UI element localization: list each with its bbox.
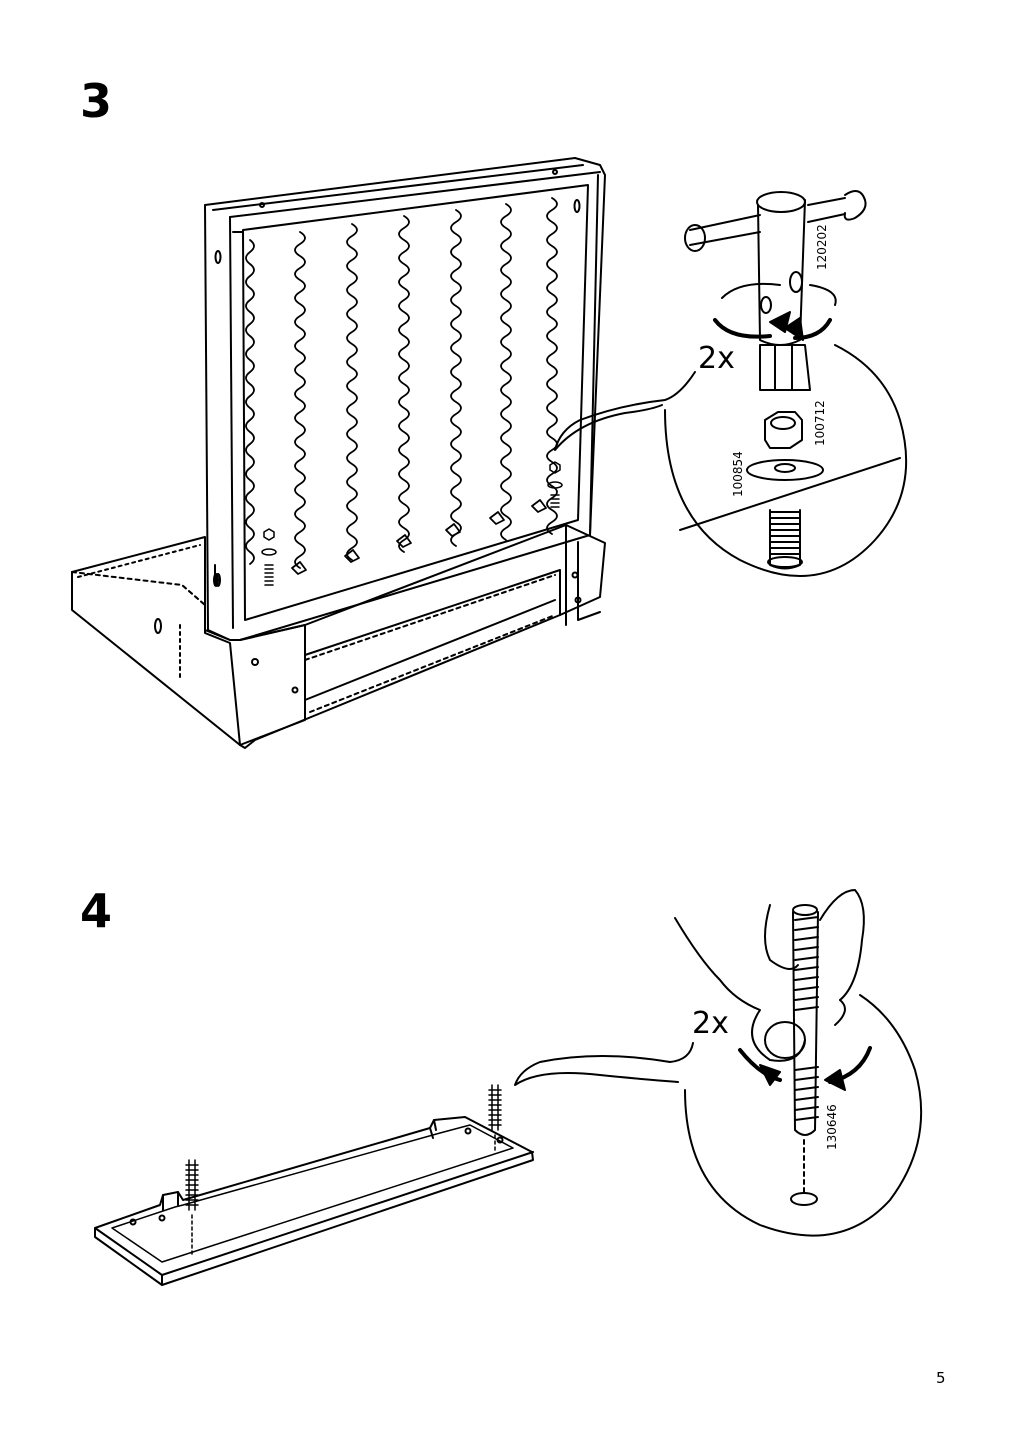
part-number-100854: 100854 [731, 451, 745, 497]
step-4-quantity-label: 2x [692, 1006, 729, 1041]
part-number-100712: 100712 [813, 400, 827, 446]
part-number-120202: 120202 [815, 224, 829, 270]
socket-nut-washer-bolt [746, 344, 824, 570]
step-3-illustration: 2x 120202 100712 100854 [71, 157, 908, 749]
step-3-number: 3 [80, 74, 113, 128]
step-3-quantity-label: 2x [698, 341, 735, 376]
board-rods [185, 1084, 502, 1256]
page-number: 5 [936, 1369, 946, 1387]
backrest-springs [245, 197, 558, 575]
base-board [94, 1116, 534, 1286]
part-number-130646: 130646 [825, 1104, 839, 1150]
frame-bolts [261, 461, 563, 586]
step-3-callout [554, 344, 908, 577]
hand-with-rod [674, 889, 872, 1196]
step-4-number: 4 [80, 884, 113, 938]
step-3-quantity: 2x [698, 341, 735, 376]
step-3-part-numbers: 120202 100712 100854 [731, 224, 829, 497]
backrest-frame [204, 157, 606, 641]
